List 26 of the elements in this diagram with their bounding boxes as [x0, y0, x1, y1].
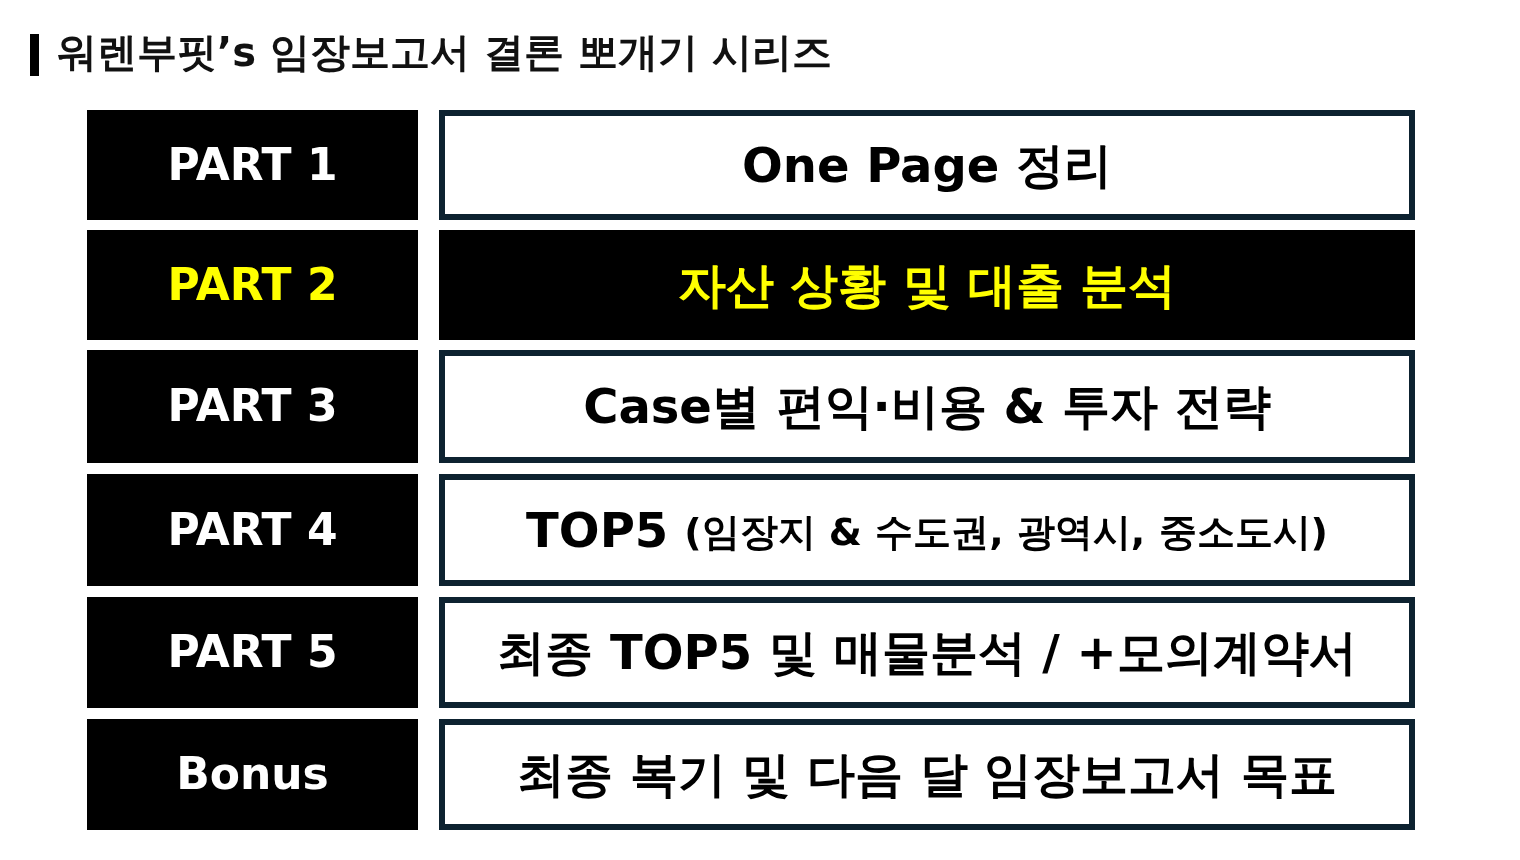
part-label: PART 4: [167, 505, 338, 555]
topic-box: [439, 719, 1415, 830]
highlighted-topic-box: [439, 230, 1415, 340]
topic-box: [439, 474, 1415, 586]
part-label: Bonus: [176, 750, 329, 799]
part-label: PART 2: [167, 260, 338, 310]
topic-title: 최종 복기 및 다음 달 임장보고서 목표: [516, 748, 1338, 801]
topic-box: [439, 350, 1415, 463]
part-label-box: [87, 230, 418, 340]
title: 워렌부핏’s 임장보고서 결론 뽀개기 시리즈: [57, 28, 832, 76]
part-label-box: [87, 350, 418, 463]
topic-title: One Page 정리: [741, 138, 1113, 192]
part-label: PART 1: [167, 140, 338, 190]
part-label-box: [87, 719, 418, 830]
part-label: PART 3: [167, 382, 338, 431]
topic-box: [439, 110, 1415, 220]
topic-title: Case별 편익·비용 & 투자 전략: [583, 380, 1271, 433]
part-label: PART 5: [167, 628, 338, 677]
topic-title: 최종 TOP5 및 매물분석 / +모의계약서: [497, 626, 1357, 679]
part-label-box: [87, 110, 418, 220]
part-label-box: [87, 597, 418, 708]
topic-box: [439, 597, 1415, 708]
topic-subtitle: (임장지 & 수도권, 광역시, 중소도시): [684, 512, 1328, 554]
topic-title: TOP5: [526, 503, 669, 557]
part-label-box: [87, 474, 418, 586]
topic-title: 자산 상황 및 대출 분석: [677, 258, 1177, 312]
